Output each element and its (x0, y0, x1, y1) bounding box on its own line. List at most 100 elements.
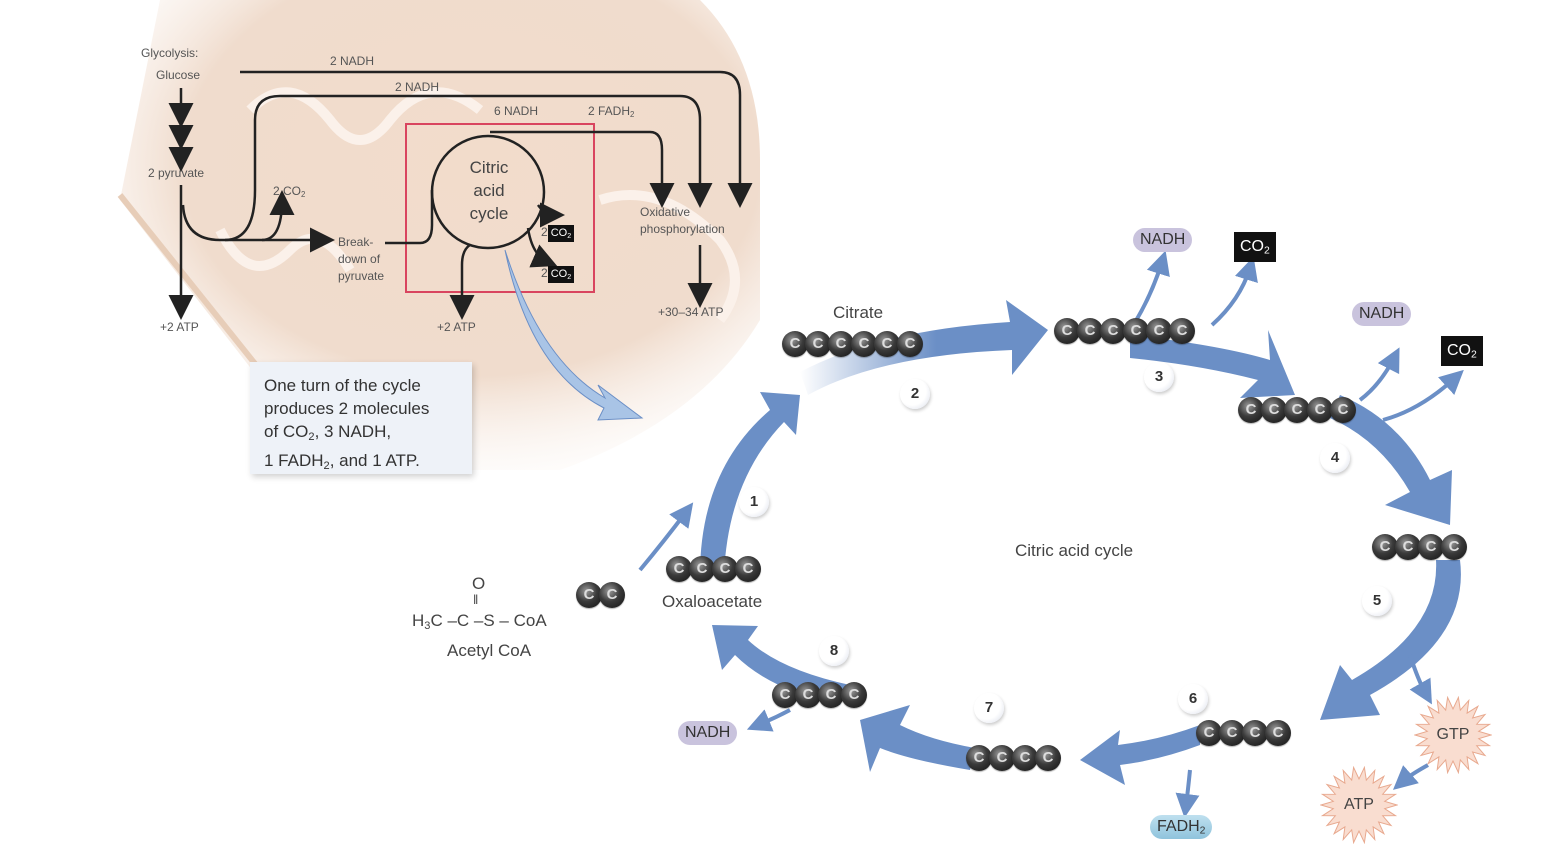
product-arrows (638, 250, 1464, 818)
zoom-pointer-arrow (504, 249, 644, 421)
acetyl-double-bond: ‖ (473, 592, 479, 607)
cycle-atp-label: +2 ATP (437, 320, 476, 334)
arrow-step-1 (700, 392, 800, 575)
carbon-atom: C (841, 682, 867, 708)
step-6-badge: 6 (1178, 684, 1208, 714)
nadh-step-3: NADH (1133, 228, 1193, 252)
cycle-arrows (700, 300, 1461, 785)
step-7-badge: 7 (974, 693, 1004, 723)
gtp-burst: GTP (1413, 695, 1493, 775)
step-5-badge: 5 (1362, 586, 1392, 616)
gtp-starburst-icon (1413, 695, 1493, 775)
acetyl-coa-label: Acetyl CoA (447, 641, 532, 660)
highlight-box (405, 123, 595, 293)
overview-cycle-label: Citric acid cycle (469, 158, 509, 223)
carbon-atom: C (897, 331, 923, 357)
carbon-atom: C (1395, 534, 1421, 560)
carbon-atom: C (1265, 720, 1291, 746)
carbon-atom: C (689, 556, 715, 582)
carbon-atom: C (1284, 397, 1310, 423)
carbon-atom: C (1054, 318, 1080, 344)
fadh2-step-6: FADH2 (1150, 815, 1213, 839)
co2-step-4: CO2 (1441, 336, 1483, 366)
step-4-badge: 4 (1320, 443, 1350, 473)
acetyl-formula: H3C –C –S – CoA (412, 611, 547, 632)
carbon-atom: C (805, 331, 831, 357)
pyruvate-label: 2 pyruvate (148, 166, 205, 180)
nadh-glycolysis-label: 2 NADH (330, 54, 375, 68)
carbon-atom: C (1012, 745, 1038, 771)
breakdown-of-pyruvate-label: Break- down of pyruvate (338, 235, 385, 283)
glycolysis-atp-label: +2 ATP (160, 320, 199, 334)
step-1-badge: 1 (739, 487, 769, 517)
carbon-atom: C (1307, 397, 1333, 423)
carbon-atom: C (828, 331, 854, 357)
carbon-atom: C (966, 745, 992, 771)
carbon-atom: C (989, 745, 1015, 771)
atp-starburst-icon (1319, 765, 1399, 845)
acetyl-oxygen: O (472, 574, 486, 593)
glucose-label: Glucose (156, 68, 201, 82)
arrow-step-7 (860, 705, 975, 772)
overview-arrows (168, 70, 753, 320)
glycolysis-label: Glycolysis: (141, 46, 199, 60)
carbon-atom: C (735, 556, 761, 582)
carbon-atom: C (818, 682, 844, 708)
carbon-atom: C (1146, 318, 1172, 344)
citrate-label: Citrate (833, 303, 884, 322)
carbon-atom: C (1372, 534, 1398, 560)
carbon-atom: C (782, 331, 808, 357)
arrow-step-6 (1080, 725, 1200, 785)
arrow-step-3 (1130, 330, 1295, 398)
nadh-step-4: NADH (1352, 302, 1412, 326)
arrow-step-5 (1320, 560, 1461, 720)
pyruvate-co2-label: 2 CO2 (273, 184, 306, 199)
carbon-atom: C (1330, 397, 1356, 423)
nadh-cycle-label: 6 NADH (494, 104, 539, 118)
carbon-atom: C (1169, 318, 1195, 344)
carbon-atom: C (795, 682, 821, 708)
fadh-cycle-label: 2 FADH2 (588, 104, 635, 119)
carbon-atom: C (1077, 318, 1103, 344)
carbon-atom: C (1035, 745, 1061, 771)
nadh-step-8: NADH (678, 721, 738, 745)
carbon-atom: C (874, 331, 900, 357)
oxphos-atp-label: +30–34 ATP (658, 305, 724, 319)
arrow-step-4 (1330, 395, 1452, 525)
carbon-atom: C (712, 556, 738, 582)
atp-burst: ATP (1319, 765, 1399, 845)
carbon-atom: C (1196, 720, 1222, 746)
cycle-title: Citric acid cycle (1015, 541, 1134, 560)
co2-step-3: CO2 (1234, 232, 1276, 262)
carbon-atom: C (1242, 720, 1268, 746)
carbon-atom: C (851, 331, 877, 357)
oxidative-phosphorylation-label: Oxidative phosphorylation (640, 205, 725, 236)
oxaloacetate-label: Oxaloacetate (662, 592, 763, 611)
carbon-atom: C (1100, 318, 1126, 344)
carbon-atom: C (772, 682, 798, 708)
step-8-badge: 8 (819, 636, 849, 666)
carbon-atom: C (666, 556, 692, 582)
arrow-step-2 (800, 300, 1048, 395)
carbon-atom: C (576, 582, 602, 608)
carbon-atom: C (1238, 397, 1264, 423)
carbon-atom: C (1219, 720, 1245, 746)
carbon-atom: C (599, 582, 625, 608)
carbon-atom: C (1123, 318, 1149, 344)
summary-callout: One turn of the cycle produces 2 molecul… (250, 362, 472, 474)
carbon-atom: C (1261, 397, 1287, 423)
nadh-breakdown-label: 2 NADH (395, 80, 440, 94)
